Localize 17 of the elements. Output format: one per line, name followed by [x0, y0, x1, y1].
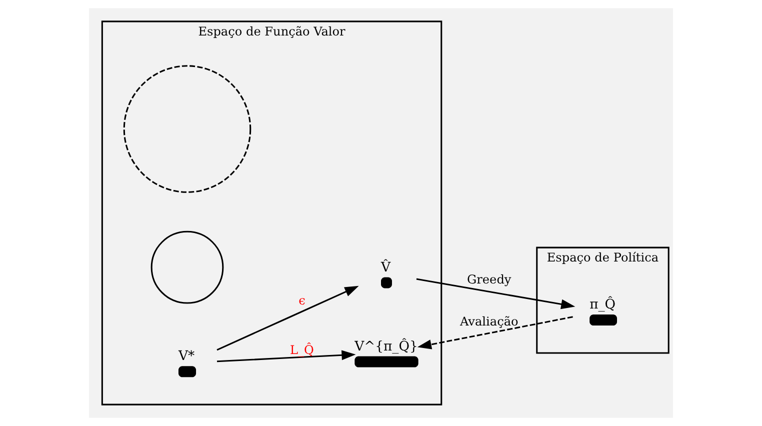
edge-label: Avaliação — [460, 314, 518, 328]
node-label: V̂ — [381, 260, 391, 276]
arrow — [416, 278, 576, 310]
node-circle — [150, 230, 224, 304]
node-label: V^{π_Q̂} — [354, 339, 418, 354]
edge-label: ϵ — [298, 293, 306, 308]
node-label: V* — [178, 349, 195, 364]
node-circle — [123, 65, 252, 193]
node-box — [590, 314, 618, 326]
arrow — [417, 316, 573, 350]
node-label: π_Q̂ — [590, 298, 616, 313]
arrow — [216, 350, 356, 362]
arrow — [216, 286, 359, 351]
node-box — [178, 366, 196, 378]
edge-label: L_Q̂ — [290, 342, 314, 357]
node-box — [354, 356, 418, 368]
edge-label: Greedy — [467, 272, 512, 287]
